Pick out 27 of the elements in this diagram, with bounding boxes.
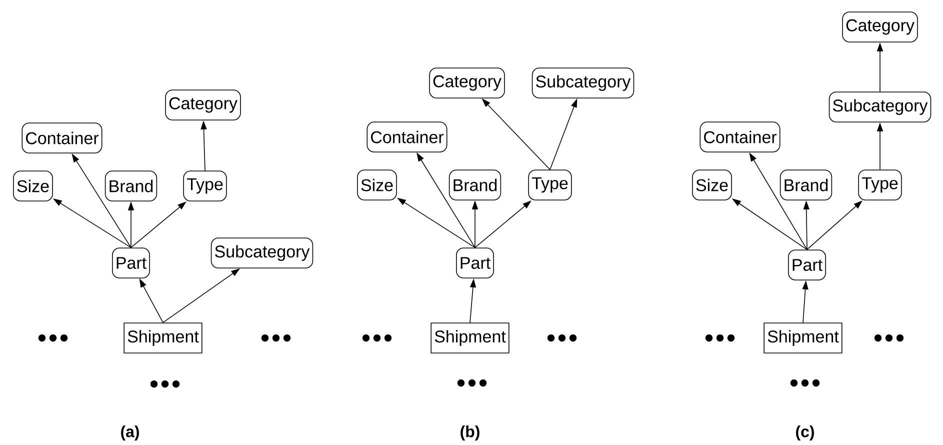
record-box: Shipment <box>124 322 202 354</box>
record-box: Shipment <box>430 322 510 354</box>
attribute-box: Type <box>528 170 572 200</box>
attribute-box: Type <box>183 170 227 202</box>
attribute-box: Size <box>13 170 53 202</box>
attribute-box: Part <box>788 250 826 280</box>
record-box: Shipment <box>764 322 842 354</box>
attribute-box: Size <box>357 170 397 200</box>
attribute-box: Type <box>858 170 902 200</box>
panel-label: (b) <box>460 426 480 440</box>
attribute-box: Part <box>456 248 494 278</box>
attribute-box: Container <box>700 122 780 152</box>
attribute-box: Subcategory <box>532 68 634 98</box>
attribute-box: Category <box>165 90 241 120</box>
attribute-box: Brand <box>448 170 502 200</box>
attribute-box: Size <box>692 170 732 200</box>
attribute-box: Subcategory <box>210 238 314 268</box>
attribute-box: Subcategory <box>828 92 932 122</box>
attribute-box: Part <box>112 248 150 278</box>
attribute-box: Category <box>842 12 918 42</box>
attribute-box: Brand <box>104 170 158 202</box>
attribute-box: Brand <box>780 170 832 200</box>
attribute-box: Category <box>429 68 505 98</box>
panel-label: (a) <box>121 426 139 440</box>
attribute-box: Container <box>366 122 448 152</box>
panel-label: (c) <box>796 426 814 440</box>
attribute-box: Container <box>22 122 102 154</box>
